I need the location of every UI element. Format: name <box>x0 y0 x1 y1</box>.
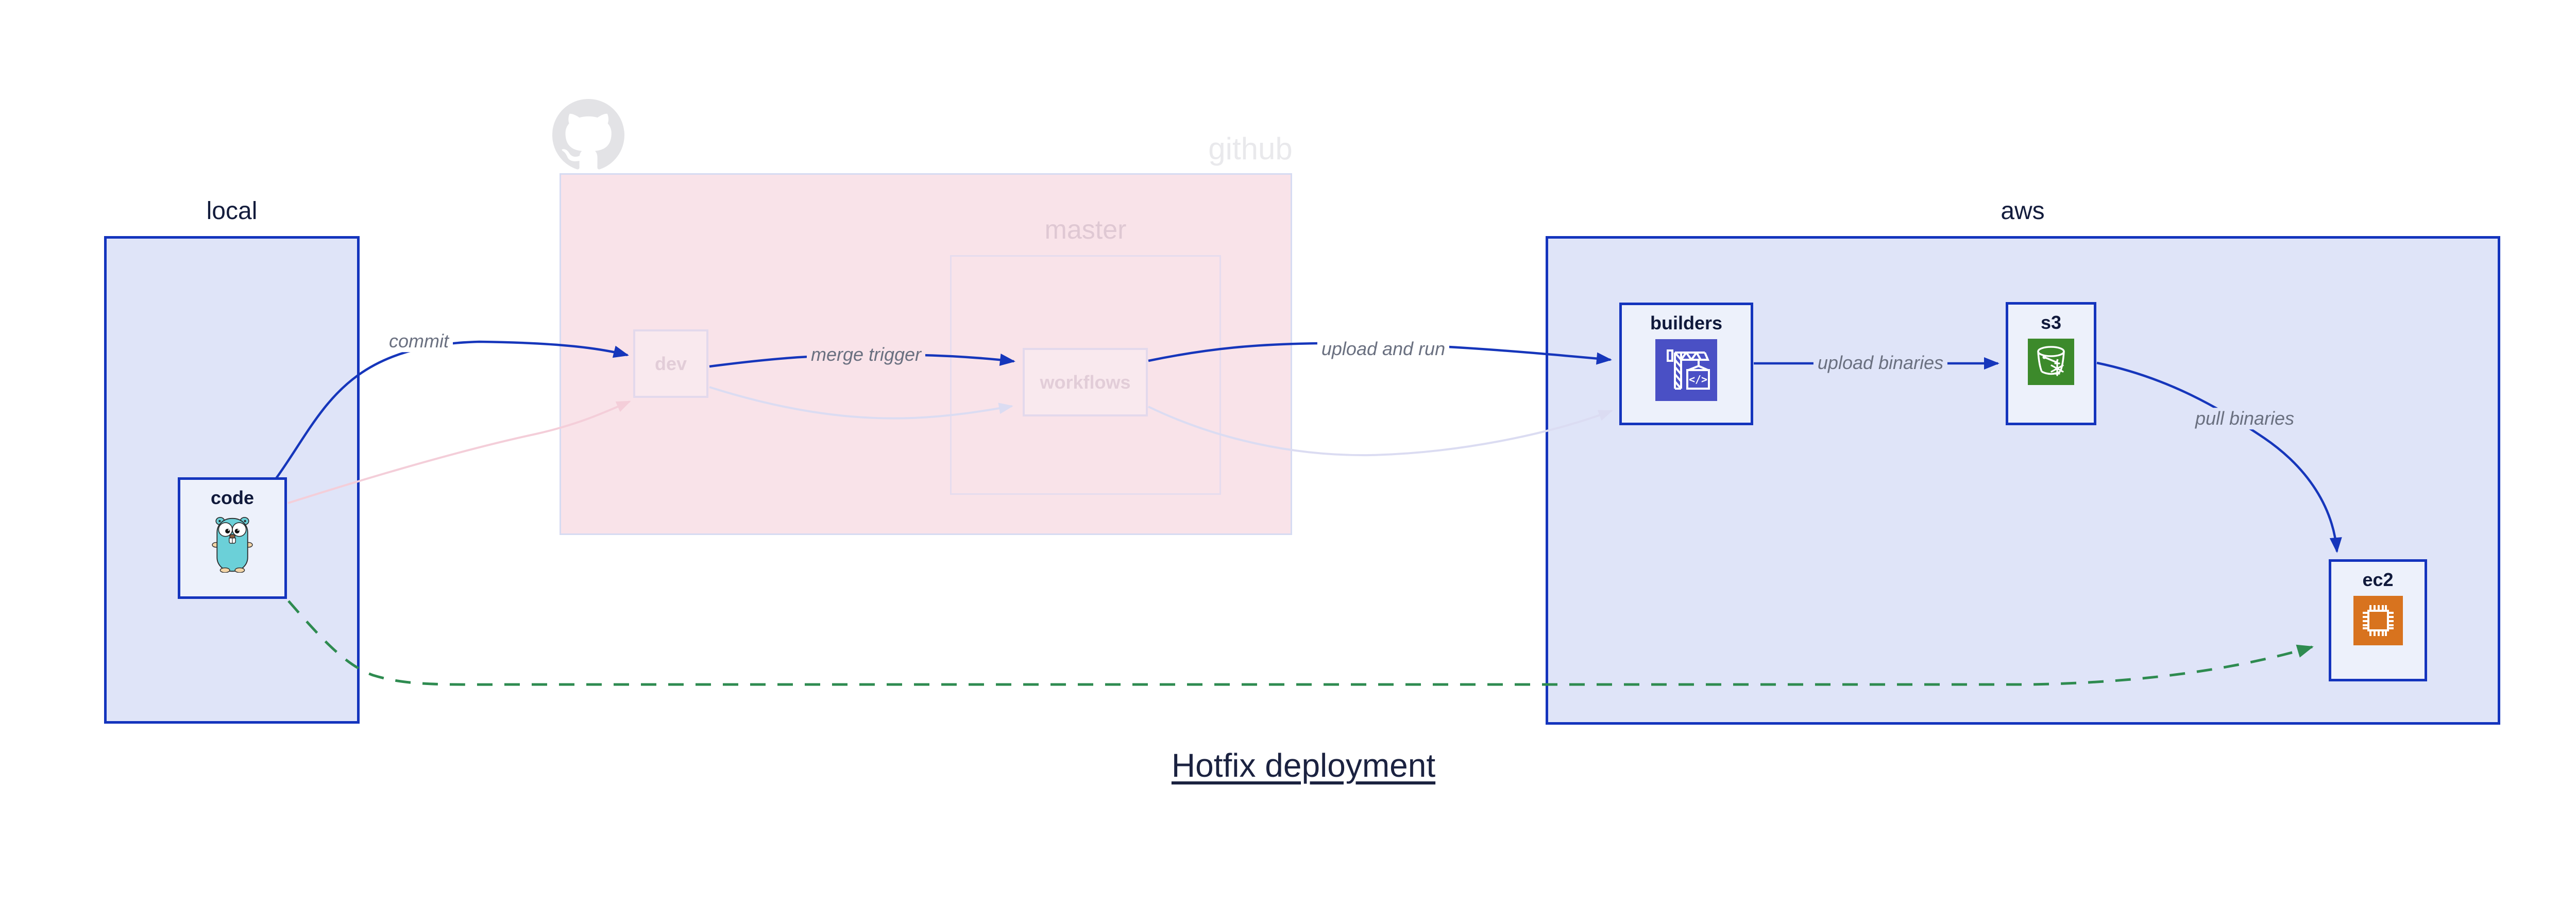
edge-label-commit: commit <box>385 330 453 352</box>
master-branch-label: master <box>1044 215 1127 245</box>
github-octocat-icon <box>552 99 624 174</box>
node-ec2-label: ec2 <box>2362 569 2394 590</box>
svg-text:</>: </> <box>1689 373 1707 386</box>
node-dev: dev <box>633 329 708 398</box>
local-group-label: local <box>206 197 258 225</box>
node-code: code <box>178 477 287 599</box>
edge-label-upload-and-run: upload and run <box>1317 338 1450 360</box>
codebuild-crane-icon: </> <box>1655 339 1717 404</box>
github-group-label: github <box>1208 131 1293 166</box>
node-s3-label: s3 <box>2040 312 2062 333</box>
s3-bucket-icon <box>2028 339 2074 388</box>
node-builders: builders </> <box>1619 303 1753 425</box>
node-code-label: code <box>210 487 255 508</box>
ec2-chip-icon <box>2353 596 2403 648</box>
edge-label-merge-trigger: merge trigger <box>806 344 926 365</box>
diagram-title: Hotfix deployment <box>1171 747 1436 784</box>
node-workflows-label: workflows <box>1040 371 1131 393</box>
go-gopher-icon <box>211 514 253 575</box>
node-workflows: workflows <box>1023 348 1148 416</box>
master-branch-box <box>950 255 1221 495</box>
node-s3: s3 <box>2006 302 2096 425</box>
edge-label-upload-binaries: upload binaries <box>1813 352 1948 374</box>
node-builders-label: builders <box>1650 312 1723 333</box>
edge-label-pull-binaries: pull binaries <box>2191 408 2299 429</box>
aws-group-label: aws <box>2001 197 2045 225</box>
node-dev-label: dev <box>654 353 687 374</box>
node-ec2: ec2 <box>2329 559 2427 681</box>
